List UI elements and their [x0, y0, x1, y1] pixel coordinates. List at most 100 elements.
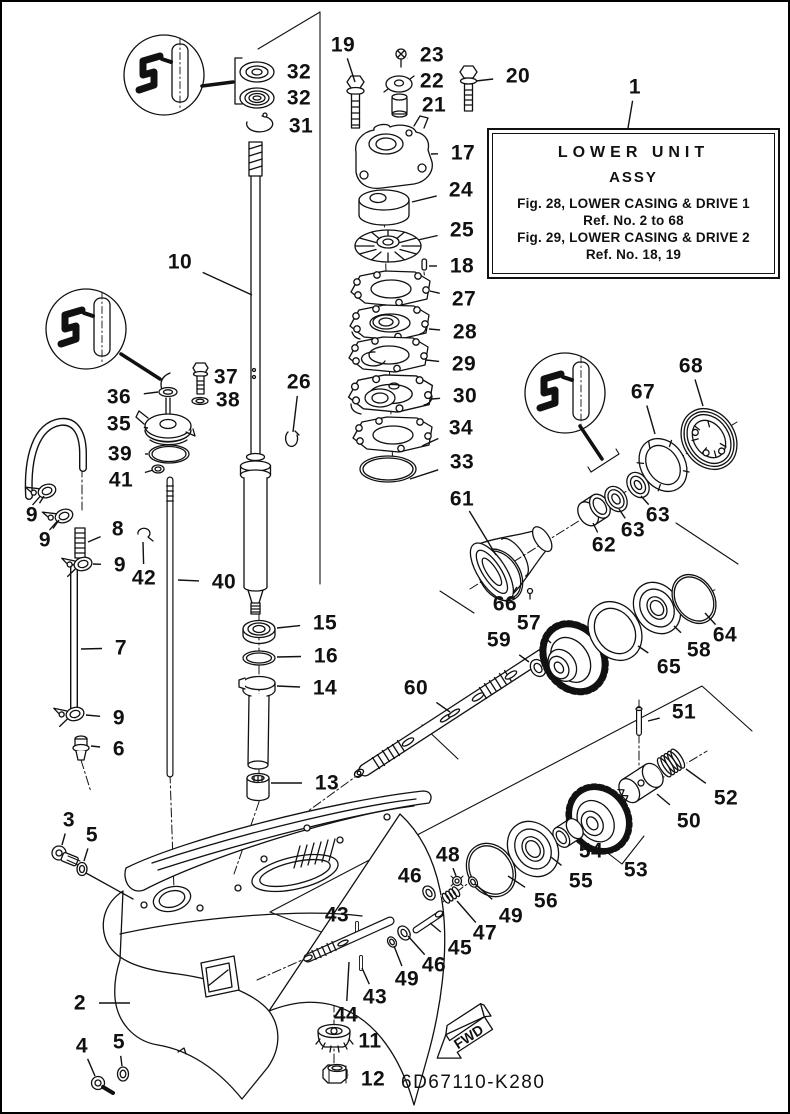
- callout-12: 12: [360, 1067, 386, 1091]
- callout-37: 37: [213, 365, 239, 389]
- callout-63: 63: [645, 503, 671, 527]
- shift-plunger-parts: [303, 875, 479, 971]
- callout-5: 5: [85, 823, 99, 847]
- callout-28: 28: [452, 320, 478, 344]
- callout-22: 22: [419, 69, 445, 93]
- callout-34: 34: [448, 416, 474, 440]
- callout-56: 56: [533, 889, 559, 913]
- callout-48: 48: [435, 843, 461, 867]
- callout-18: 18: [449, 254, 475, 278]
- grease-detail-circle-left: [46, 289, 171, 391]
- callout-32: 32: [286, 60, 312, 84]
- drive-shaft-lower-stack: [238, 619, 276, 802]
- info-box-title: LOWER UNIT: [557, 144, 710, 161]
- callout-65: 65: [656, 655, 682, 679]
- callout-44: 44: [333, 1003, 359, 1027]
- callout-20: 20: [505, 64, 531, 88]
- pump-fasteners: [346, 48, 478, 129]
- callout-16: 16: [313, 644, 339, 668]
- callout-62: 62: [591, 533, 617, 557]
- callout-45: 45: [447, 936, 473, 960]
- water-tube-group: [24, 417, 95, 761]
- callout-49: 49: [498, 904, 524, 928]
- callout-32: 32: [286, 86, 312, 110]
- info-box-fig2: Fig. 29, LOWER CASING & DRIVE 2: [517, 230, 750, 245]
- callout-4: 4: [75, 1034, 89, 1058]
- callout-9: 9: [112, 706, 126, 730]
- callout-9: 9: [113, 553, 127, 577]
- callout-54: 54: [578, 839, 604, 863]
- callout-39: 39: [107, 442, 133, 466]
- callout-23: 23: [419, 43, 445, 67]
- callout-59: 59: [486, 628, 512, 652]
- part-code: 6D67110-K280: [401, 1072, 546, 1093]
- callout-58: 58: [686, 638, 712, 662]
- callout-42: 42: [131, 566, 157, 590]
- grease-detail-circle-top: [124, 35, 243, 115]
- callout-66: 66: [492, 592, 518, 616]
- callout-51: 51: [671, 700, 697, 724]
- info-box-subtitle: ASSY: [609, 169, 658, 186]
- bearing-carrier-group: [469, 408, 738, 602]
- callout-9: 9: [25, 503, 39, 527]
- callout-26: 26: [286, 370, 312, 394]
- callout-52: 52: [713, 786, 739, 810]
- callout-38: 38: [215, 388, 241, 412]
- callout-8: 8: [111, 517, 125, 541]
- callout-24: 24: [448, 178, 474, 202]
- callout-15: 15: [312, 611, 338, 635]
- callout-46: 46: [397, 864, 423, 888]
- callout-19: 19: [330, 33, 356, 57]
- info-box-ref1: Ref. No. 2 to 68: [583, 213, 684, 228]
- callout-25: 25: [449, 218, 475, 242]
- callout-36: 36: [106, 385, 132, 409]
- callout-55: 55: [568, 869, 594, 893]
- callout-17: 17: [450, 141, 476, 165]
- callout-41: 41: [108, 468, 134, 492]
- callout-64: 64: [712, 623, 738, 647]
- shift-rod: [137, 476, 174, 778]
- drive-shaft-seals: [239, 61, 275, 133]
- callout-31: 31: [288, 114, 314, 138]
- clutch-assembly-group: [465, 706, 688, 898]
- callout-61: 61: [449, 487, 475, 511]
- callout-57: 57: [516, 611, 542, 635]
- pinion-gear-group: [315, 1023, 354, 1084]
- callout-60: 60: [403, 676, 429, 700]
- forward-gear-group: [529, 573, 717, 696]
- callout-67: 67: [630, 380, 656, 404]
- callout-50: 50: [676, 809, 702, 833]
- callout-5: 5: [112, 1030, 126, 1054]
- callout-68: 68: [678, 354, 704, 378]
- grease-detail-circle-right: [525, 353, 620, 473]
- lower-casing: [51, 790, 446, 1106]
- callout-14: 14: [312, 676, 338, 700]
- callout-47: 47: [472, 921, 498, 945]
- callout-29: 29: [451, 352, 477, 376]
- callout-40: 40: [211, 570, 237, 594]
- callout-43: 43: [362, 985, 388, 1009]
- water-pump-stack: [347, 115, 434, 483]
- callout-9: 9: [38, 528, 52, 552]
- callout-13: 13: [314, 771, 340, 795]
- callout-6: 6: [112, 737, 126, 761]
- callout-2: 2: [73, 991, 87, 1015]
- propeller-shaft: [353, 648, 549, 778]
- pump-base-parts: [135, 362, 209, 474]
- callout-43: 43: [324, 903, 350, 927]
- drive-shaft: [239, 141, 300, 615]
- callout-49: 49: [394, 967, 420, 991]
- callout-46: 46: [421, 953, 447, 977]
- assembly-info-box: LOWER UNIT ASSY Fig. 28, LOWER CASING & …: [487, 128, 780, 279]
- callout-27: 27: [451, 287, 477, 311]
- callout-10: 10: [167, 250, 193, 274]
- callout-35: 35: [106, 412, 132, 436]
- callout-63: 63: [620, 518, 646, 542]
- callout-33: 33: [449, 450, 475, 474]
- callout-1: 1: [628, 75, 642, 99]
- callout-21: 21: [421, 93, 447, 117]
- info-box-fig1: Fig. 28, LOWER CASING & DRIVE 1: [517, 196, 750, 211]
